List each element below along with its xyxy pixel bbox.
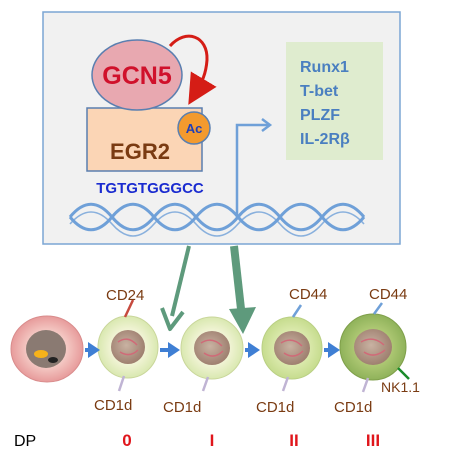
binding-motif: TGTGTGGGCC [96, 180, 204, 197]
cd44-receptor [372, 302, 384, 315]
cd24-receptor [123, 299, 135, 318]
marker-cd44: CD44 [289, 286, 327, 303]
cell-stage-0 [97, 315, 159, 379]
stage-link-arrow-thick [229, 245, 256, 334]
cd1d-receptor [361, 377, 370, 393]
cell-stage-2 [261, 316, 323, 380]
target-gene: T-bet [300, 83, 339, 100]
dna-helix [68, 202, 366, 237]
stage-label-0: 0 [122, 431, 131, 450]
transition-arrow [245, 342, 260, 358]
gene-activation-arrow [235, 123, 268, 216]
marker-cd1d: CD1d [94, 397, 132, 414]
target-genes-box [286, 42, 383, 160]
target-gene: PLZF [300, 107, 340, 124]
stage-label-3: III [366, 431, 380, 450]
cell-stage-3 [339, 313, 407, 381]
gcn5-ellipse [91, 39, 183, 111]
target-gene: IL-2Rβ [300, 131, 350, 148]
acetylation-arrow [168, 34, 217, 105]
cd1d-receptor [201, 376, 210, 392]
transition-arrow [324, 342, 340, 358]
cd44-receptor [291, 304, 303, 318]
marker-cd1d: CD1d [256, 399, 294, 416]
acetyl-label: Ac [186, 121, 203, 136]
cell-dp [10, 315, 84, 383]
transition-arrow [85, 342, 100, 358]
stage-label-dp: DP [14, 433, 36, 450]
cd1d-receptor [117, 375, 126, 392]
marker-cd1d: CD1d [334, 399, 372, 416]
stage-link-arrow-thin [160, 245, 191, 331]
marker-cd24: CD24 [106, 287, 144, 304]
stage-label-2: II [289, 431, 298, 450]
marker-cd44: CD44 [369, 286, 407, 303]
cd1d-receptor [281, 376, 290, 392]
cell-stage-1 [180, 316, 244, 380]
stage-label-1: I [210, 431, 215, 450]
gcn5-label: GCN5 [102, 62, 172, 90]
egr2-label: EGR2 [110, 139, 170, 164]
nk11-receptor [397, 367, 410, 380]
marker-cd1d: CD1d [163, 399, 201, 416]
marker-nk11: NK1.1 [381, 379, 420, 395]
transition-arrow [160, 342, 180, 358]
gene-activation-arrowhead [261, 118, 273, 132]
acetyl-mark [177, 111, 211, 145]
target-gene: Runx1 [300, 59, 349, 76]
